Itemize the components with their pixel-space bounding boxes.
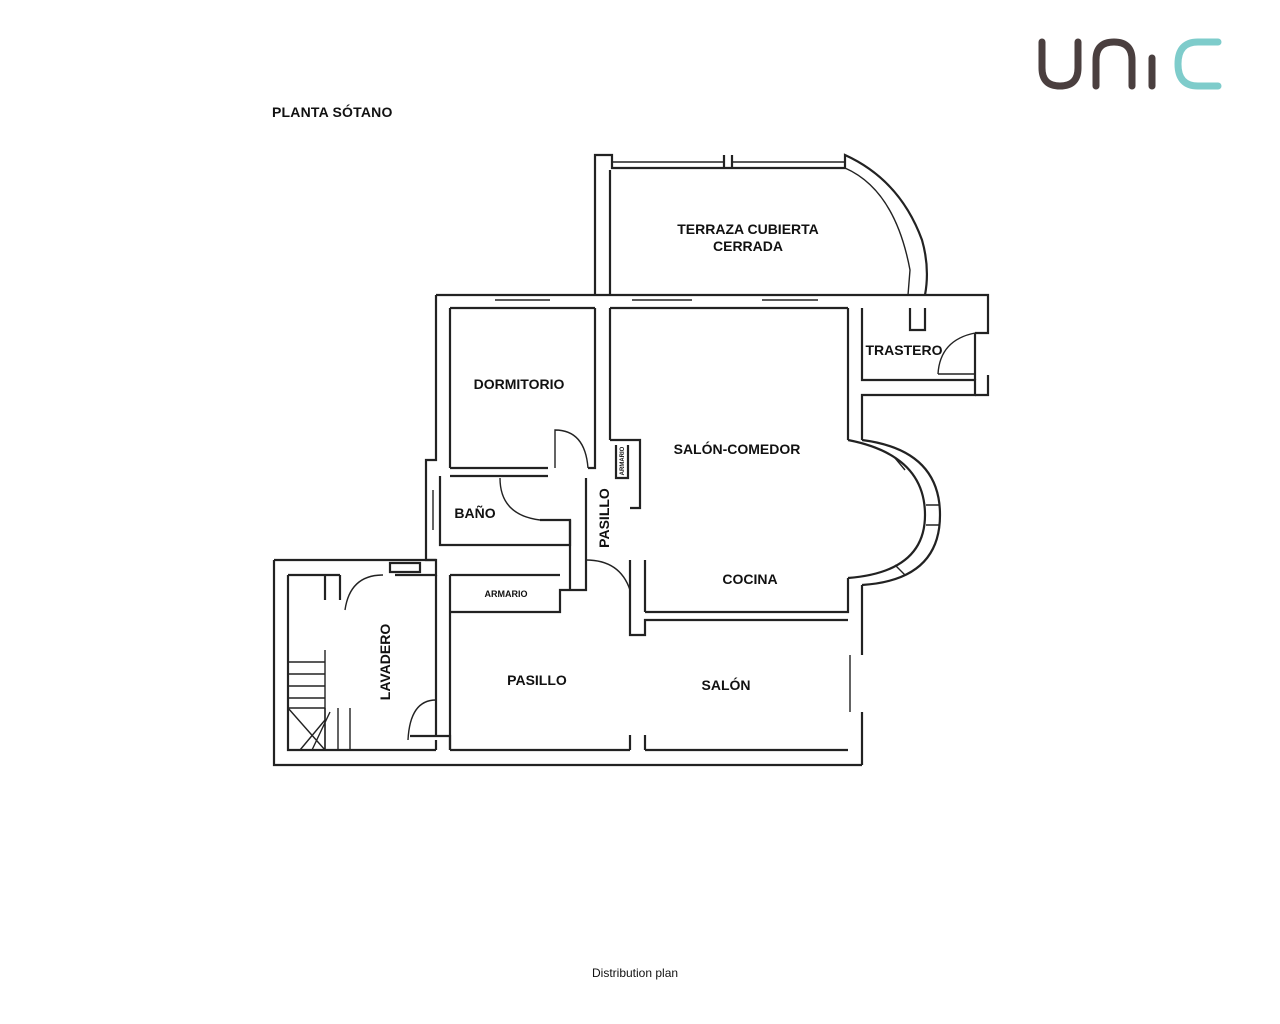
room-label-cocina: COCINA [722, 571, 777, 587]
terraza-walls [593, 153, 929, 296]
room-label-salon: SALÓN [702, 676, 751, 693]
interior-walls [272, 308, 862, 767]
unic-logo: unic [1038, 38, 1222, 90]
room-label-salon-comedor: SALÓN-COMEDOR [674, 440, 801, 457]
staircase [287, 650, 351, 751]
plan-caption: Distribution plan [592, 966, 679, 980]
room-label-pasillo: PASILLO [507, 672, 567, 688]
room-label-bano: BAÑO [454, 504, 495, 521]
room-label-trastero: TRASTERO [866, 342, 943, 358]
plan-title: PLANTA SÓTANO [272, 104, 393, 120]
room-label-terraza-1: TERRAZA CUBIERTA [677, 221, 819, 237]
room-label-pasillo-vertical: PASILLO [596, 488, 612, 548]
main-outer-walls [424, 293, 990, 765]
room-label-lavadero: LAVADERO [377, 624, 393, 701]
room-label-dormitorio: DORMITORIO [474, 376, 565, 392]
room-label-terraza-2: CERRADA [713, 238, 783, 254]
room-label-armario-small: ARMARIO [620, 446, 626, 475]
room-label-armario: ARMARIO [485, 589, 528, 599]
